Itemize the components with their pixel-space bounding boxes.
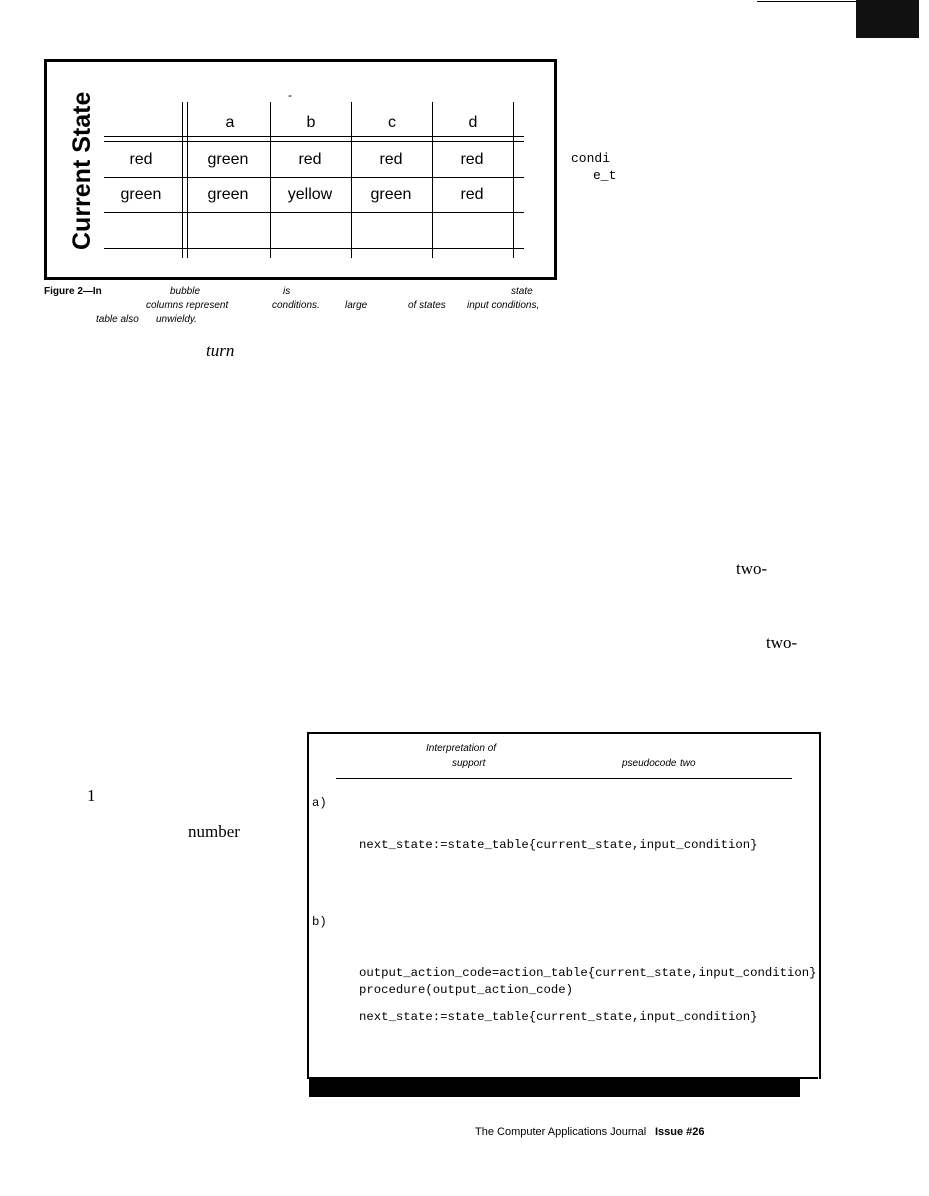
col-divider-f: [513, 102, 514, 258]
column-header: d: [468, 114, 478, 131]
table-cell: red: [379, 151, 403, 168]
caption-fragment: conditions.: [272, 300, 320, 311]
caption-fragment: large: [345, 300, 368, 311]
row-state: red: [129, 151, 153, 168]
table-cell: green: [370, 186, 412, 203]
table-cell: red: [460, 151, 484, 168]
row-axis-label: Current State: [68, 91, 96, 250]
code-line: output_action_code=action_table{current_…: [359, 966, 817, 980]
caption-fragment: state: [511, 286, 533, 297]
text-fragment: two-: [766, 633, 798, 652]
text-fragment: turn: [206, 341, 235, 360]
pseudocode-header-rule: [336, 778, 792, 779]
col-divider-a: [182, 102, 183, 258]
caption-fragment: bubble: [170, 286, 201, 297]
col-divider-c: [270, 102, 271, 258]
caption-fragment: is: [283, 286, 291, 297]
caption-fragment: columns represent: [146, 300, 229, 311]
table-cell: red: [298, 151, 322, 168]
code-line: procedure(output_action_code): [359, 983, 574, 997]
issue-number: Issue #26: [655, 1126, 705, 1138]
text-fragment: 1: [87, 786, 96, 805]
table-cell: red: [460, 186, 484, 203]
caption-fragment: Figure 2—In: [44, 286, 102, 298]
row-state: green: [120, 186, 162, 203]
column-header: c: [388, 114, 396, 131]
text-fragment: condi: [571, 151, 611, 166]
table-cell: green: [207, 151, 249, 168]
row-rule-2: [104, 212, 524, 213]
text-fragment: number: [188, 822, 240, 841]
column-header-mark: -: [288, 88, 292, 102]
caption-fragment: of states: [408, 300, 446, 311]
col-divider-e: [432, 102, 433, 258]
figure-header-fragment: Interpretation of: [426, 743, 497, 754]
figure-header-fragment: support: [452, 758, 486, 769]
figure-header-fragment: two: [680, 758, 696, 769]
state-table-figure: [44, 59, 557, 280]
text-fragment: two-: [736, 559, 768, 578]
pseudocode-figure: [307, 732, 821, 1079]
journal-name: The Computer Applications Journal: [475, 1126, 647, 1138]
col-divider-d: [351, 102, 352, 258]
caption-fragment: table also: [96, 314, 139, 325]
section-a-label: a): [312, 796, 327, 810]
column-header: a: [225, 114, 235, 131]
header-rule-1: [104, 136, 524, 137]
row-rule-3: [104, 248, 524, 249]
text-fragment: e_t: [593, 168, 617, 183]
header-rule-2: [104, 141, 524, 142]
pseudocode-figure-tail: [800, 1077, 818, 1079]
caption-fragment: unwieldy.: [156, 314, 197, 325]
figure-header-fragment: pseudocode: [622, 758, 677, 769]
pseudocode-figure-bottom-bar: [309, 1077, 800, 1097]
code-line: next_state:=state_table{current_state,in…: [359, 1010, 758, 1024]
table-cell: green: [207, 186, 249, 203]
row-rule-1: [104, 177, 524, 178]
col-divider-b: [187, 102, 188, 258]
page-corner-block: [856, 0, 919, 38]
code-line: next_state:=state_table{current_state,in…: [359, 838, 758, 852]
caption-fragment: input conditions,: [467, 300, 540, 311]
section-b-label: b): [312, 915, 327, 929]
caption-fragment: Figure 2—In: [44, 286, 102, 297]
column-header: b: [306, 114, 316, 131]
table-cell: yellow: [287, 186, 333, 203]
top-rule: [757, 1, 857, 2]
